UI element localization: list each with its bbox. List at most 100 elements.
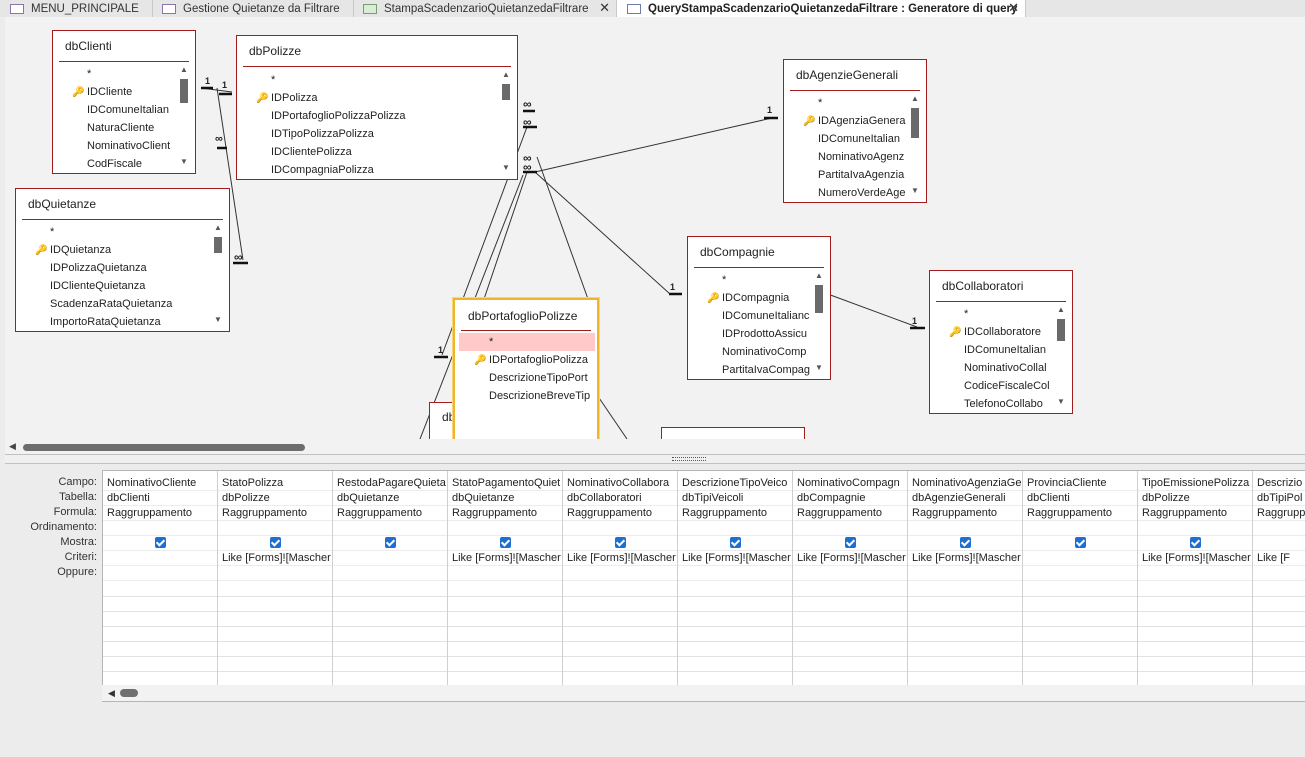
grid-cell-tabella[interactable]: dbCompagnie [793,491,907,506]
field-item[interactable]: 🔑IDPortafoglioPolizza [459,351,595,369]
scrollbar[interactable]: ▲ ▼ [213,223,223,325]
show-checkbox[interactable] [615,537,626,548]
close-icon[interactable]: ✕ [599,0,610,15]
grid-cell-criteri[interactable]: Like [Forms]![Mascher [218,551,332,566]
field-item[interactable]: IDProdottoAssicu [722,328,807,340]
grid-cell-criteri[interactable] [333,551,447,566]
grid-cell-mostra[interactable] [1023,536,1137,551]
table-dbpolizze[interactable]: dbPolizze * 🔑IDPolizza IDPortafoglioPoli… [236,35,518,180]
grid-cell-campo[interactable]: NominativoCompagn [793,476,907,491]
scroll-thumb[interactable] [23,444,305,451]
grid-cell-campo[interactable]: NominativoAgenziaGe [908,476,1022,491]
scroll-left-icon[interactable]: ◀ [9,441,16,451]
field-item[interactable]: CodFiscale [87,158,143,170]
grid-horizontal-scrollbar[interactable]: ◀ [102,685,1305,701]
field-item[interactable]: 🔑IDCollaboratore [930,323,1052,341]
grid-cell-criteri[interactable]: Like [Forms]![Mascher [563,551,677,566]
grid-cell-tabella[interactable]: dbClienti [103,491,217,506]
field-item[interactable]: IDComuneItalianc [722,310,810,322]
show-checkbox[interactable] [845,537,856,548]
grid-cell-campo[interactable]: RestodaPagareQuieta [333,476,447,491]
field-item[interactable]: NominativoClient [87,140,171,152]
field-item[interactable]: TelefonoCollabo [964,398,1043,410]
grid-cell-ordinamento[interactable] [448,521,562,536]
grid-cell-criteri[interactable]: Like [Forms]![Mascher [908,551,1022,566]
field-item[interactable]: 🔑IDCompagnia [688,289,810,307]
field-item[interactable]: * [818,97,823,109]
grid-cell-formula[interactable]: Raggruppamento [563,506,677,521]
scroll-up-icon[interactable]: ▲ [815,271,823,280]
grid-cell-campo[interactable]: StatoPagamentoQuiet [448,476,562,491]
grid-cell-formula[interactable]: Raggruppamento [1023,506,1137,521]
grid-cell-formula[interactable]: Raggruppamento [1138,506,1252,521]
grid-cell-formula[interactable]: Raggruppamento [448,506,562,521]
field-item[interactable]: 🔑IDCliente [53,83,175,101]
grid-cell-oppure[interactable] [448,566,562,581]
scroll-down-icon[interactable]: ▼ [180,157,188,166]
tab-stampa-scadenzario[interactable]: StampaScadenzarioQuietanzedaFiltrare ✕ [353,0,616,17]
grid-cell-formula[interactable]: Raggruppamento [793,506,907,521]
tab-gestione-quietanze[interactable]: Gestione Quietanze da Filtrare [152,0,354,17]
grid-cell-mostra[interactable] [1138,536,1252,551]
field-item[interactable]: NominativoCollal [964,362,1047,374]
table-dbportafogliopolizze[interactable]: dbPortafoglioPolizze * 🔑IDPortafoglioPol… [453,298,599,439]
grid-cell-tabella[interactable]: dbQuietanze [448,491,562,506]
grid-cell-criteri[interactable]: Like [F [1253,551,1305,566]
field-item[interactable]: IDTipoPolizzaPolizza [271,128,374,140]
field-item[interactable]: IDComuneItalian [87,104,169,116]
grid-cell-campo[interactable]: ProvinciaCliente [1023,476,1137,491]
grid-cell-tabella[interactable]: dbTipiPol [1253,491,1305,506]
grid-cell-oppure[interactable] [1138,566,1252,581]
table-dbquietanze[interactable]: dbQuietanze * 🔑IDQuietanza IDPolizzaQuie… [15,188,230,332]
show-checkbox[interactable] [385,537,396,548]
show-checkbox[interactable] [960,537,971,548]
field-item[interactable]: DescrizioneTipoPort [489,372,588,384]
show-checkbox[interactable] [500,537,511,548]
show-checkbox[interactable] [270,537,281,548]
grid-cell-mostra[interactable] [103,536,217,551]
grid-cell-mostra[interactable] [218,536,332,551]
grid-cell-mostra[interactable] [333,536,447,551]
scroll-down-icon[interactable]: ▼ [911,186,919,195]
grid-cell-criteri[interactable]: Like [Forms]![Mascher [678,551,792,566]
field-item[interactable]: IDClientePolizza [271,146,352,158]
grid-cell-oppure[interactable] [793,566,907,581]
field-item[interactable]: IDComuneItalian [818,133,900,145]
grid-cell-formula[interactable]: Raggruppamento [678,506,792,521]
field-item[interactable]: * [964,308,969,320]
show-checkbox[interactable] [1190,537,1201,548]
grid-cell-formula[interactable]: Raggruppamento [103,506,217,521]
grid-cell-oppure[interactable] [1023,566,1137,581]
field-item[interactable]: PartitaIvaAgenzia [818,169,905,181]
field-item[interactable]: * [50,226,55,238]
grid-cell-ordinamento[interactable] [678,521,792,536]
field-item[interactable]: * [87,68,92,80]
scrollbar[interactable]: ▲ ▼ [910,94,920,196]
field-item[interactable]: ScadenzaRataQuietanza [50,298,173,310]
table-dbagenziegenerali[interactable]: dbAgenzieGenerali * 🔑IDAgenziaGenera IDC… [783,59,927,203]
diagram-horizontal-scrollbar[interactable]: ◀ [5,439,1305,454]
grid-cell-ordinamento[interactable] [563,521,677,536]
table-partial-bottom[interactable] [661,427,805,439]
grid-cell-campo[interactable]: NominativoCliente [103,476,217,491]
scrollbar[interactable]: ▲ ▼ [1056,305,1066,407]
grid-cell-mostra[interactable] [908,536,1022,551]
grid-cell-ordinamento[interactable] [1138,521,1252,536]
grid-cell-ordinamento[interactable] [333,521,447,536]
field-item[interactable]: DescrizioneBreveTip [489,390,591,402]
grid-cell-mostra[interactable] [448,536,562,551]
field-item[interactable]: * [271,74,276,86]
query-design-diagram[interactable]: 1 1 ∞ ∞ ∞ ∞ ∞ ∞ 1 1 1 1 dbClienti * 🔑IDC… [5,17,1305,439]
grid-cell-criteri[interactable] [1023,551,1137,566]
scroll-thumb[interactable] [120,689,138,697]
scroll-up-icon[interactable]: ▲ [1057,305,1065,314]
grid-cell-campo[interactable]: NominativoCollabora [563,476,677,491]
tab-menu-principale[interactable]: MENU_PRINCIPALE [0,0,153,17]
grid-cell-tabella[interactable]: dbCollaboratori [563,491,677,506]
field-item[interactable]: NumeroVerdeAge [818,187,906,199]
grid-cell-ordinamento[interactable] [1023,521,1137,536]
grid-cell-ordinamento[interactable] [103,521,217,536]
grid-cell-ordinamento[interactable] [218,521,332,536]
grid-cell-oppure[interactable] [563,566,677,581]
